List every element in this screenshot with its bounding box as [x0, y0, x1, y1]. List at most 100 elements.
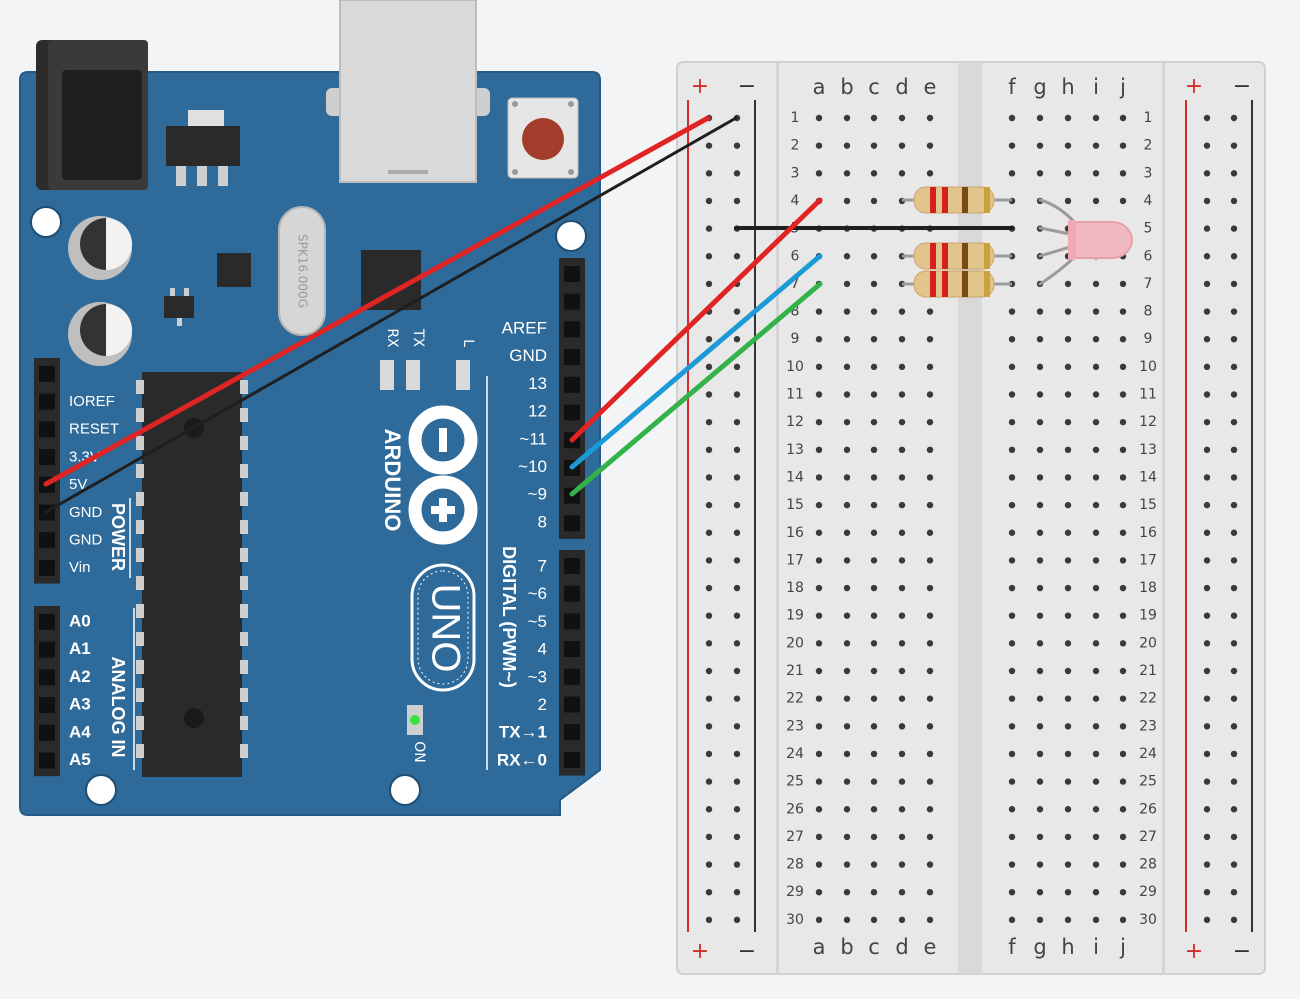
rail-hole[interactable] [1203, 806, 1211, 813]
wire-5v[interactable] [43, 115, 711, 487]
header-socket[interactable] [564, 515, 580, 532]
breadboard-hole[interactable] [1092, 806, 1100, 813]
breadboard-hole[interactable] [1008, 391, 1016, 398]
rail-hole[interactable] [1203, 778, 1211, 785]
header-socket[interactable] [564, 266, 580, 282]
rail-hole[interactable] [1230, 750, 1238, 758]
rail-hole[interactable] [705, 584, 713, 592]
breadboard-hole[interactable] [843, 916, 851, 924]
rail-hole[interactable] [1230, 612, 1238, 619]
breadboard-hole[interactable] [1064, 280, 1072, 288]
breadboard-hole[interactable] [898, 308, 906, 315]
breadboard-hole[interactable] [1092, 391, 1100, 398]
breadboard-hole[interactable] [1008, 363, 1016, 371]
breadboard-hole[interactable] [815, 529, 823, 536]
breadboard-hole[interactable] [898, 640, 906, 647]
header-socket[interactable] [564, 404, 580, 421]
rail-hole[interactable] [1230, 584, 1238, 592]
breadboard-hole[interactable] [815, 142, 823, 149]
rail-hole[interactable] [705, 723, 713, 730]
rail-hole[interactable] [1203, 529, 1211, 536]
breadboard-hole[interactable] [898, 170, 906, 177]
rail-hole[interactable] [733, 170, 741, 177]
breadboard-hole[interactable] [926, 391, 934, 398]
rail-hole[interactable] [1203, 225, 1211, 232]
breadboard-hole[interactable] [870, 197, 878, 205]
rail-hole[interactable] [1203, 557, 1211, 564]
breadboard-hole[interactable] [1092, 667, 1100, 675]
breadboard-hole[interactable] [870, 667, 878, 675]
rail-hole[interactable] [733, 363, 741, 371]
rail-hole[interactable] [705, 695, 713, 702]
breadboard-hole[interactable] [870, 253, 878, 260]
breadboard-hole[interactable] [1036, 363, 1044, 371]
breadboard-hole[interactable] [843, 418, 851, 426]
header-socket[interactable] [564, 751, 580, 768]
breadboard-hole[interactable] [870, 391, 878, 398]
breadboard-hole[interactable] [1008, 640, 1016, 647]
breadboard-hole[interactable] [815, 170, 823, 177]
rail-hole[interactable] [705, 889, 713, 896]
wire-gnd[interactable] [44, 116, 738, 514]
breadboard-hole[interactable] [843, 667, 851, 675]
breadboard-hole[interactable] [1008, 557, 1016, 564]
rail-hole[interactable] [733, 446, 741, 453]
breadboard-hole[interactable] [1064, 916, 1072, 924]
breadboard-hole[interactable] [898, 363, 906, 371]
rail-hole[interactable] [705, 612, 713, 619]
breadboard-hole[interactable] [898, 916, 906, 924]
breadboard-hole[interactable] [926, 833, 934, 841]
breadboard-hole[interactable] [926, 557, 934, 564]
breadboard-hole[interactable] [1008, 723, 1016, 730]
resistor[interactable] [902, 242, 1012, 270]
breadboard-hole[interactable] [1119, 612, 1127, 619]
breadboard-hole[interactable] [1036, 557, 1044, 564]
breadboard-hole[interactable] [843, 308, 851, 315]
breadboard-hole[interactable] [1092, 142, 1100, 149]
breadboard-hole[interactable] [1119, 916, 1127, 924]
rail-hole[interactable] [1203, 446, 1211, 453]
resistor[interactable] [902, 186, 1012, 214]
breadboard-hole[interactable] [1119, 529, 1127, 536]
breadboard-hole[interactable] [898, 557, 906, 564]
breadboard-hole[interactable] [1092, 916, 1100, 924]
breadboard-hole[interactable] [1036, 612, 1044, 619]
rail-hole[interactable] [733, 640, 741, 647]
breadboard-hole[interactable] [898, 612, 906, 619]
breadboard-hole[interactable] [1036, 308, 1044, 315]
rail-hole[interactable] [1203, 584, 1211, 592]
rail-hole[interactable] [1230, 170, 1238, 177]
breadboard-hole[interactable] [870, 612, 878, 619]
breadboard-hole[interactable] [1008, 501, 1016, 509]
breadboard-hole[interactable] [1064, 418, 1072, 426]
rail-hole[interactable] [705, 142, 713, 149]
breadboard-hole[interactable] [1064, 197, 1072, 205]
rail-hole[interactable] [733, 778, 741, 785]
breadboard-hole[interactable] [1064, 806, 1072, 813]
rail-hole[interactable] [1203, 280, 1211, 288]
breadboard-hole[interactable] [1092, 446, 1100, 453]
breadboard-hole[interactable] [1064, 474, 1072, 481]
breadboard-hole[interactable] [1064, 336, 1072, 343]
breadboard-hole[interactable] [843, 474, 851, 481]
breadboard-hole[interactable] [926, 142, 934, 149]
rail-hole[interactable] [1230, 253, 1238, 260]
rail-hole[interactable] [1203, 142, 1211, 149]
rail-hole[interactable] [1230, 114, 1238, 122]
breadboard-hole[interactable] [815, 640, 823, 647]
rail-hole[interactable] [705, 280, 713, 288]
breadboard-hole[interactable] [1008, 529, 1016, 536]
breadboard-hole[interactable] [843, 501, 851, 509]
rail-hole[interactable] [1203, 640, 1211, 647]
breadboard-hole[interactable] [926, 695, 934, 702]
breadboard-hole[interactable] [1064, 142, 1072, 149]
header-socket[interactable] [39, 449, 55, 466]
breadboard-hole[interactable] [1036, 474, 1044, 481]
breadboard-hole[interactable] [1064, 667, 1072, 675]
breadboard-hole[interactable] [1092, 280, 1100, 288]
breadboard-hole[interactable] [1008, 474, 1016, 481]
breadboard-hole[interactable] [1092, 584, 1100, 592]
rail-hole[interactable] [733, 723, 741, 730]
rail-hole[interactable] [1230, 695, 1238, 702]
